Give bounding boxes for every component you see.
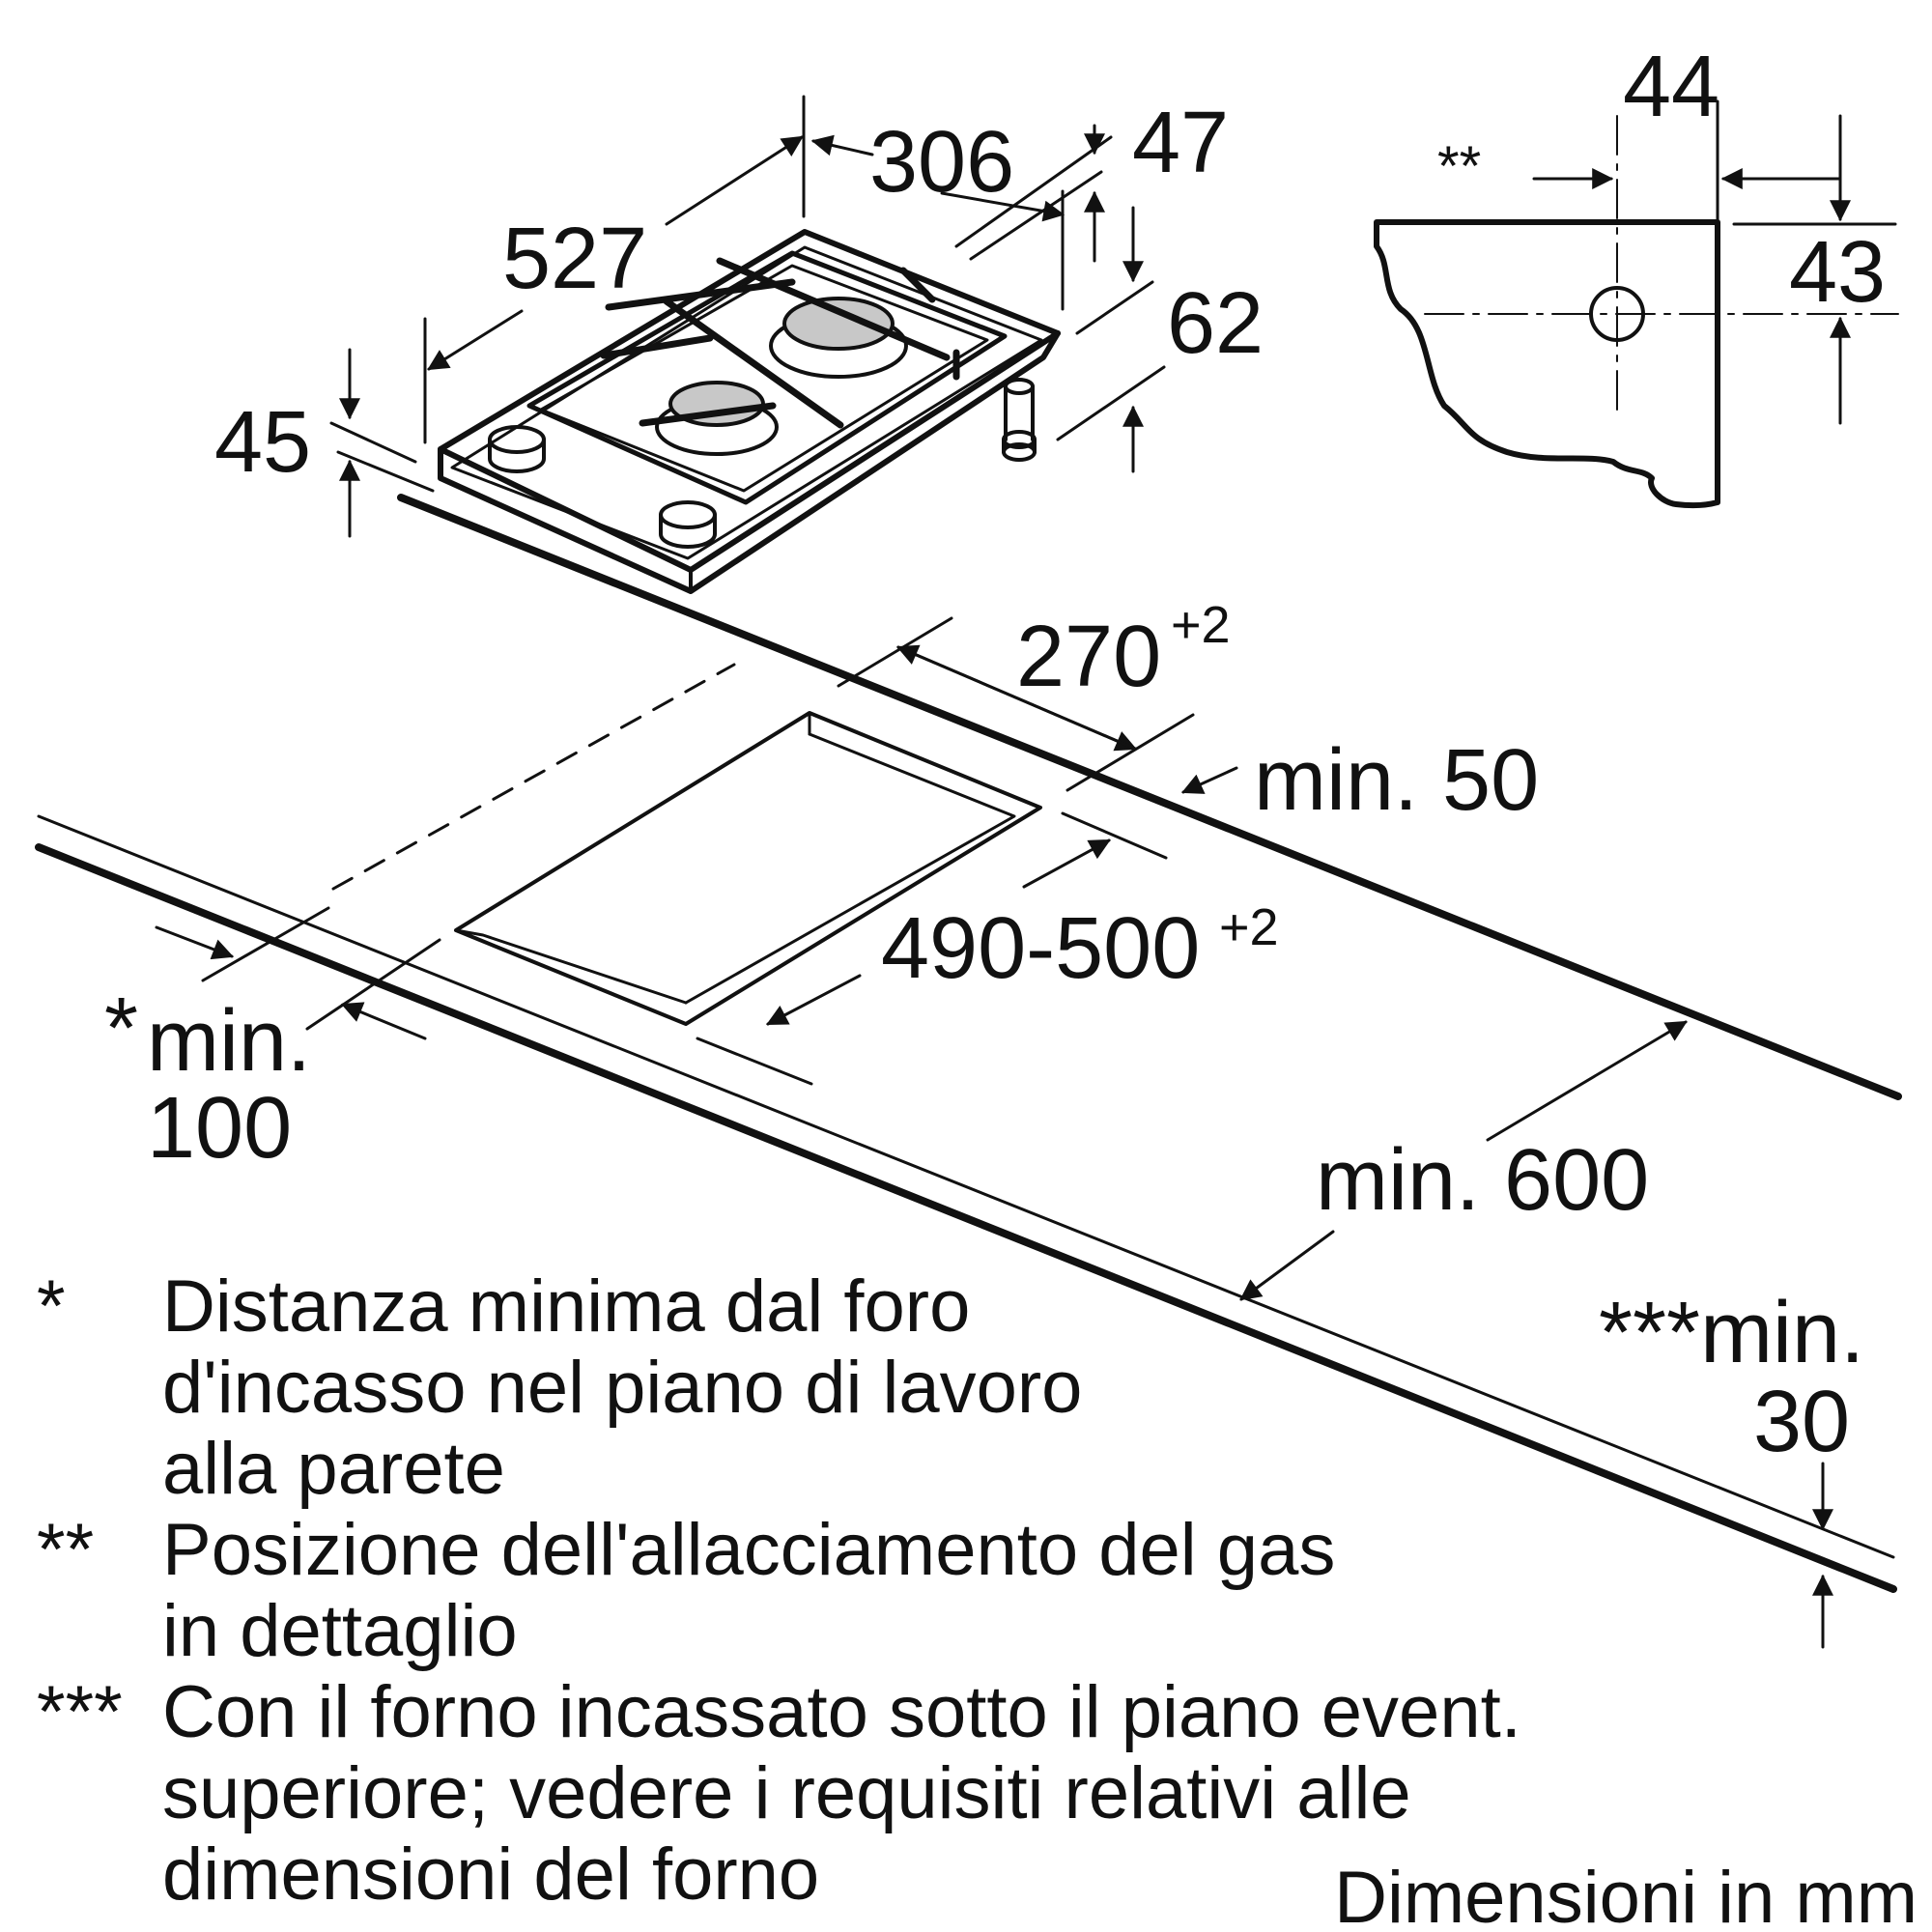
legend-note-1-line-1: Distanza minima dal foro [162,1265,970,1348]
dim-45: 45 [214,394,311,491]
legend-note-1-line-3: alla parete [162,1428,505,1510]
gas-hob [438,229,1061,594]
legend-note-3-line-1: Con il forno incassato sotto il piano ev… [162,1671,1521,1753]
cutout-dimension-lines [155,616,1833,1649]
detail-marker: ** [1437,135,1481,198]
legend-note-3-line-3: dimensioni del forno [162,1833,819,1916]
gas-connection-detail [1374,99,1899,509]
cutout-opening [454,711,1042,1026]
pan-support [600,257,960,429]
dim-min-30-line1: ***min. [1599,1285,1864,1381]
dim-min-600: min. 600 [1316,1132,1649,1229]
dim-cutout-depth-tol: +2 [1171,596,1231,654]
dim-cutout-depth: 270 [1016,609,1161,705]
legend-marker-1: * [37,1265,66,1348]
control-knob [659,500,717,549]
legend-marker-3: *** [37,1671,123,1753]
units-note: Dimensioni in mm [1334,1857,1918,1932]
dim-min-100-line2: 100 [147,1080,292,1177]
dim-min-30-line2: 30 [1753,1374,1850,1470]
dim-cutout-width: 490-500 [881,900,1200,997]
dim-43: 43 [1789,224,1886,321]
legend-note-2-line-1: Posizione dell'allacciamento del gas [162,1509,1335,1591]
hob-dimension-lines [329,95,1166,538]
legend-note-2-line-2: in dettaglio [162,1590,518,1672]
legend-marker-2: ** [37,1509,94,1591]
dim-306: 306 [869,114,1014,211]
dim-44: 44 [1623,39,1719,135]
dim-47: 47 [1132,95,1229,191]
dim-527: 527 [502,211,647,307]
dim-min-50: min. 50 [1254,732,1539,829]
dim-62: 62 [1167,275,1264,372]
legend-note-1-line-2: d'incasso nel piano di lavoro [162,1347,1082,1429]
dim-cutout-width-tol: +2 [1219,898,1279,956]
dim-min-100-line1: min. [147,993,311,1090]
control-knob [488,425,546,473]
dim-min-100-star: * [104,980,138,1077]
countertop [35,494,1902,1593]
legend-note-3-line-2: superiore; vedere i requisiti relativi a… [162,1752,1411,1834]
gas-connector [1002,378,1037,462]
legend: * Distanza minima dal foro d'incasso nel… [37,1265,1521,1916]
